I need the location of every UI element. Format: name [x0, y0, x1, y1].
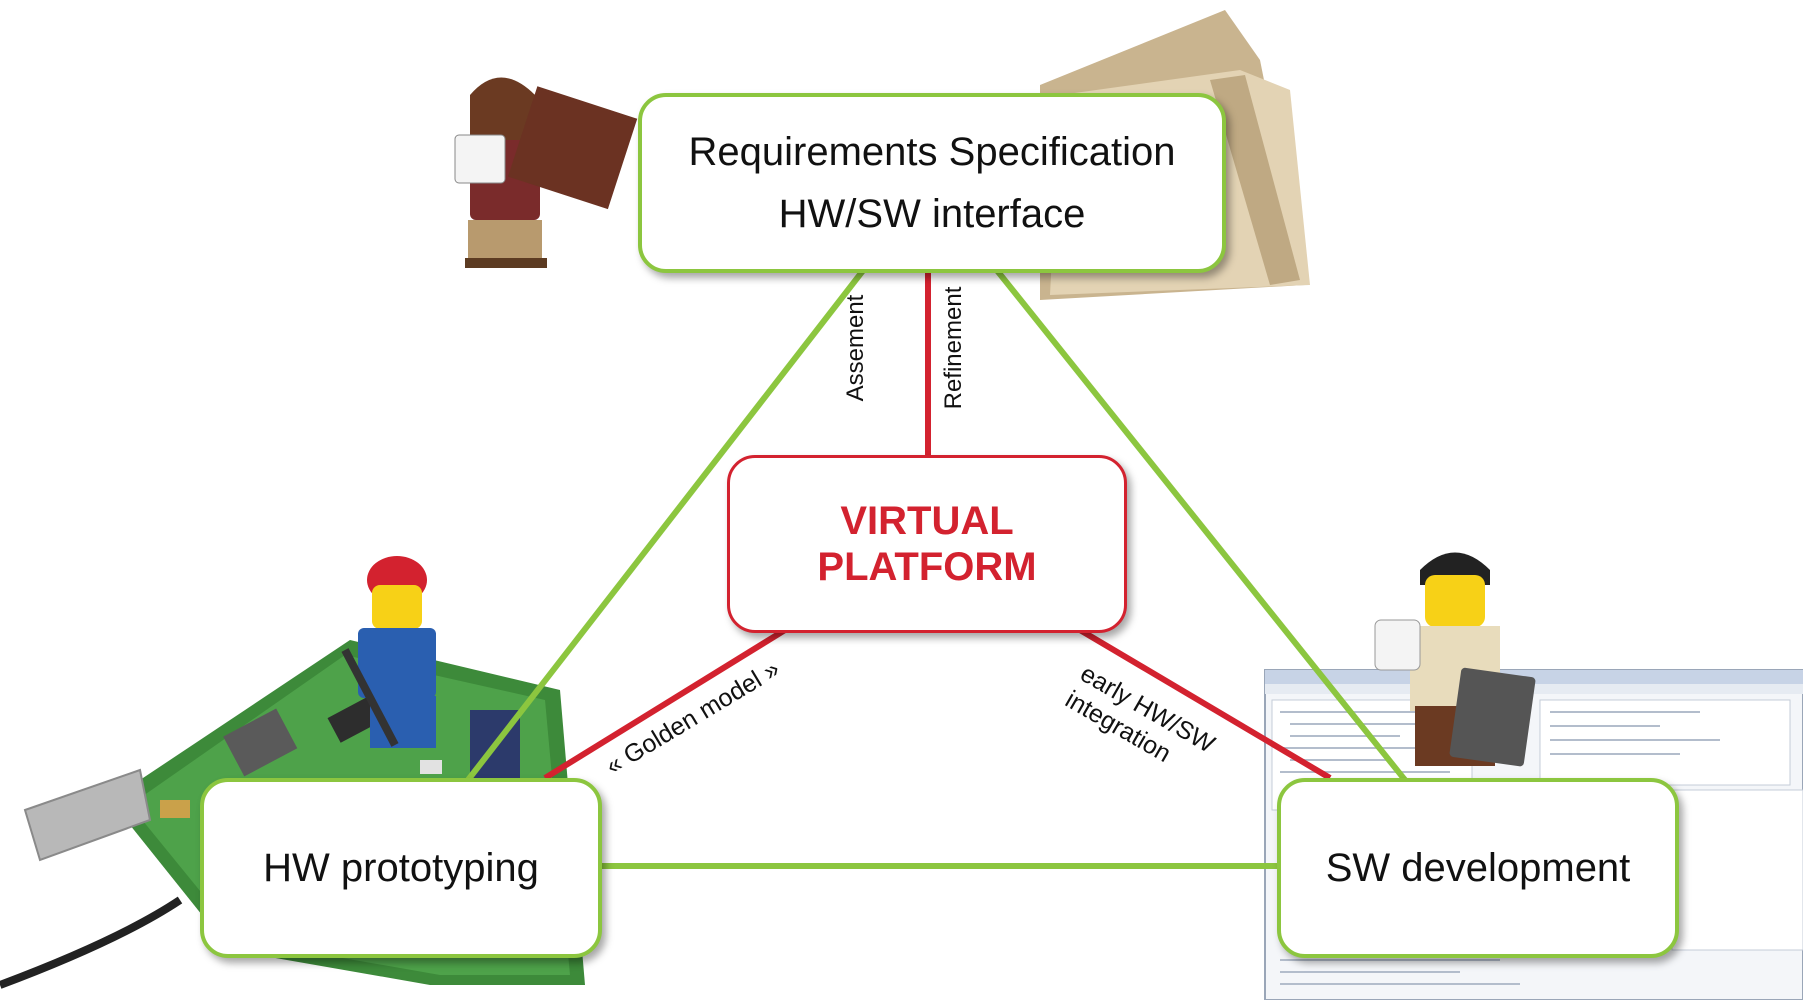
virtual-platform-box: VIRTUAL PLATFORM: [727, 455, 1127, 633]
lego-worker-illustration: [341, 556, 436, 748]
edge-vp-hw: [543, 627, 787, 781]
virtual-platform-line1: VIRTUAL: [840, 499, 1014, 543]
red-edges: [543, 268, 1332, 781]
requirements-title: Requirements Specification: [688, 130, 1176, 174]
refinement-label: Refinement: [940, 286, 967, 410]
sw-development-label: SW development: [1325, 845, 1631, 890]
edge-req-hw: [465, 266, 868, 782]
edge-vp-sw: [1078, 627, 1332, 781]
sw-development-box: SW development: [1277, 778, 1679, 958]
assesment-label: Assement: [842, 294, 869, 402]
virtual-platform-line2: PLATFORM: [817, 545, 1037, 589]
lego-programmer-illustration: [1374, 552, 1536, 767]
lego-woman-illustration: [454, 77, 638, 268]
requirements-specification-box: Requirements Specification HW/SW interfa…: [638, 93, 1226, 273]
hw-prototyping-label: HW prototyping: [263, 845, 539, 890]
requirements-subtitle: HW/SW interface: [778, 192, 1086, 236]
green-edges: [465, 266, 1408, 869]
hw-prototyping-box: HW prototyping: [200, 778, 602, 958]
edge-req-sw: [992, 266, 1408, 782]
